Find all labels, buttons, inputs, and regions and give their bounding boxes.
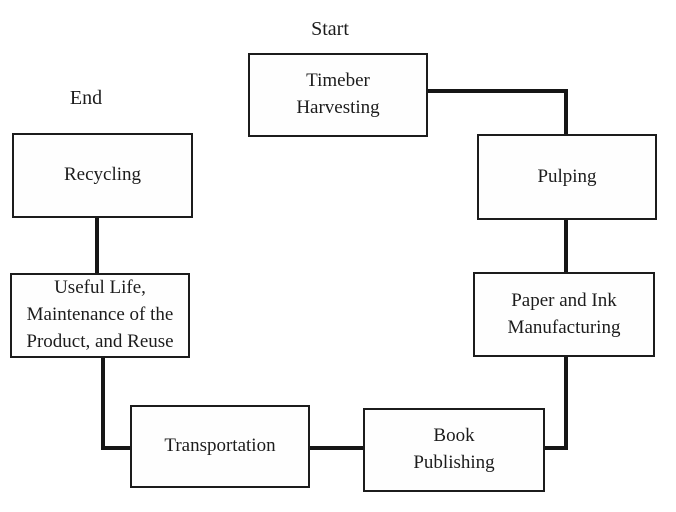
connector-paper-ink-to-book-vertical <box>564 356 568 450</box>
node-useful-life-maintenance-reuse: Useful Life, Maintenance of the Product,… <box>10 273 190 358</box>
node-recycling: Recycling <box>12 133 193 218</box>
connector-recycling-to-useful-life <box>95 217 99 274</box>
connector-useful-life-to-transportation-vertical <box>101 357 105 450</box>
node-pulping: Pulping <box>477 134 657 220</box>
connector-timber-to-pulping-horizontal <box>428 89 568 93</box>
connector-paper-ink-to-book-horizontal <box>544 446 568 450</box>
connector-timber-to-pulping-vertical <box>564 89 568 136</box>
connector-pulping-to-paper-ink <box>564 219 568 273</box>
end-label: End <box>69 87 103 109</box>
start-label: Start <box>311 18 349 40</box>
node-transportation: Transportation <box>130 405 310 488</box>
connector-useful-life-to-transportation-horizontal <box>101 446 131 450</box>
node-paper-and-ink-manufacturing: Paper and Ink Manufacturing <box>473 272 655 357</box>
node-book-publishing: Book Publishing <box>363 408 545 492</box>
node-timber-harvesting: Timeber Harvesting <box>248 53 428 137</box>
connector-book-to-transportation <box>309 446 364 450</box>
